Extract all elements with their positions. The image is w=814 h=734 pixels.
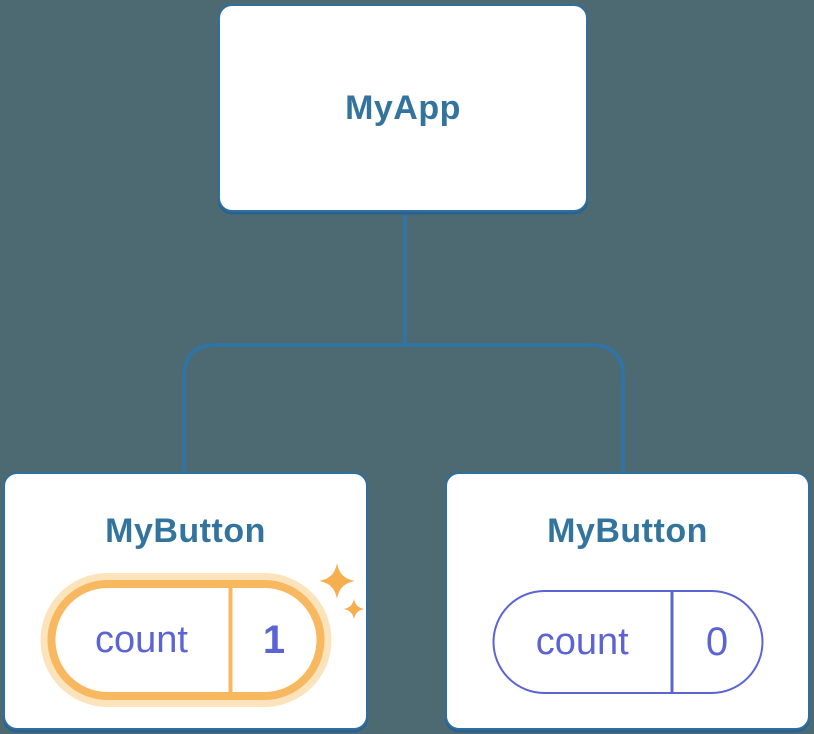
sparkle-icon [343,598,365,620]
branch-bracket-line [182,343,625,474]
component-node-mybutton-plain: MyButton count 0 [445,472,810,730]
state-pill-highlighted: count 1 [47,580,324,700]
component-node-myapp: MyApp [218,4,588,212]
state-key-label: count [535,620,629,663]
state-key-label: count [95,618,188,661]
state-value: 0 [705,619,729,664]
state-pill: count 0 [492,590,763,694]
pill-divider [228,588,232,692]
component-name-label: MyButton [105,512,266,550]
component-node-mybutton-highlighted: MyButton count 1 [3,472,368,730]
pill-divider [670,592,673,692]
component-name-label: MyApp [345,88,461,127]
state-value: 1 [262,617,286,662]
sparkle-icon [318,562,356,600]
component-name-label: MyButton [547,512,708,550]
